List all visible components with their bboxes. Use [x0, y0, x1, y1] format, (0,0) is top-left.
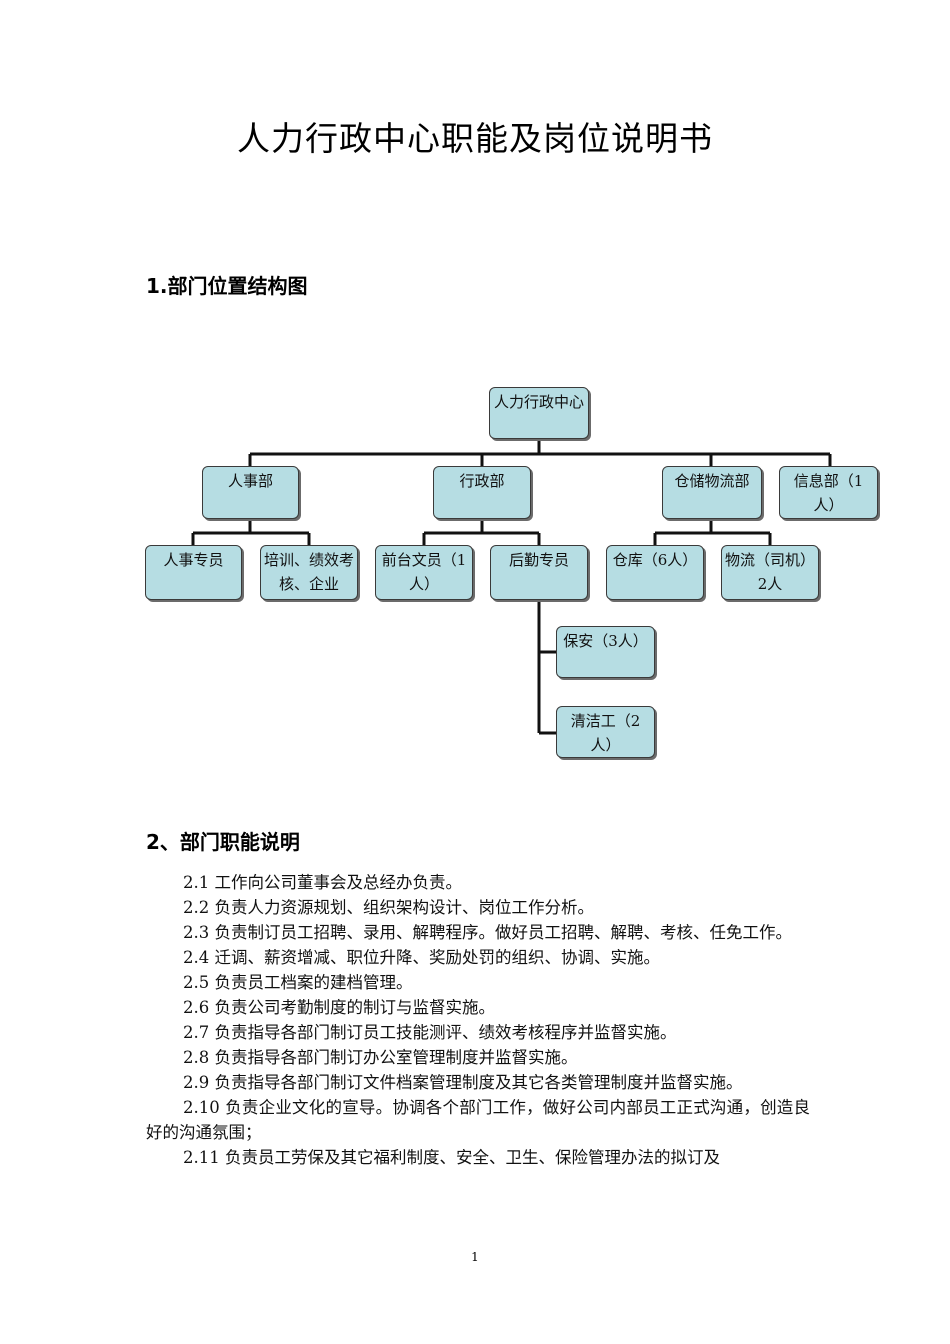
org-node-cleaner: 清洁工（2人）: [556, 706, 655, 758]
function-item: 2.8 负责指导各部门制订办公室管理制度并监督实施。: [183, 1048, 578, 1067]
org-node-warehouse: 仓库（6人）: [606, 545, 704, 600]
org-node-hr-specialist: 人事专员: [145, 545, 242, 600]
section-heading-functions: 2、部门职能说明: [146, 830, 300, 854]
function-item: 2.6 负责公司考勤制度的制订与监督实施。: [183, 998, 495, 1017]
section-heading-structure: 1.部门位置结构图: [146, 274, 308, 298]
org-node-admin-dept: 行政部: [433, 466, 531, 519]
function-item: 2.5 负责员工档案的建档管理。: [183, 973, 413, 992]
function-item: 2.2 负责人力资源规划、组织架构设计、岗位工作分析。: [183, 898, 594, 917]
page-number: 1: [471, 1250, 479, 1264]
org-node-security: 保安（3人）: [556, 626, 655, 678]
function-item: 2.3 负责制订员工招聘、录用、解聘程序。做好员工招聘、解聘、考核、任免工作。: [183, 923, 792, 942]
org-node-root: 人力行政中心: [489, 387, 589, 439]
org-node-training: 培训、绩效考核、企业: [260, 545, 358, 600]
function-item: 2.1 工作向公司董事会及总经办负责。: [183, 873, 462, 892]
document-title: 人力行政中心职能及岗位说明书: [237, 119, 713, 158]
function-item: 2.11 负责员工劳保及其它福利制度、安全、卫生、保险管理办法的拟订及: [183, 1148, 720, 1167]
org-node-it-dept: 信息部（1人）: [779, 466, 878, 519]
function-item: 2.10 负责企业文化的宣导。协调各个部门工作，做好公司内部员工正式沟通，创造良…: [146, 1098, 810, 1142]
function-item: 2.4 迁调、薪资增减、职位升降、奖励处罚的组织、协调、实施。: [183, 948, 660, 967]
org-node-front-desk: 前台文员（1人）: [375, 545, 473, 600]
functions-list: 2.1 工作向公司董事会及总经办负责。 2.2 负责人力资源规划、组织架构设计、…: [146, 870, 810, 1170]
function-item: 2.7 负责指导各部门制订员工技能测评、绩效考核程序并监督实施。: [183, 1023, 677, 1042]
org-node-logistics-dept: 仓储物流部: [662, 466, 762, 519]
org-node-hr-dept: 人事部: [202, 466, 299, 519]
org-node-driver: 物流（司机）2人: [721, 545, 819, 600]
function-item: 2.9 负责指导各部门制订文件档案管理制度及其它各类管理制度并监督实施。: [183, 1073, 743, 1092]
org-node-logistics-specialist: 后勤专员: [490, 545, 588, 600]
